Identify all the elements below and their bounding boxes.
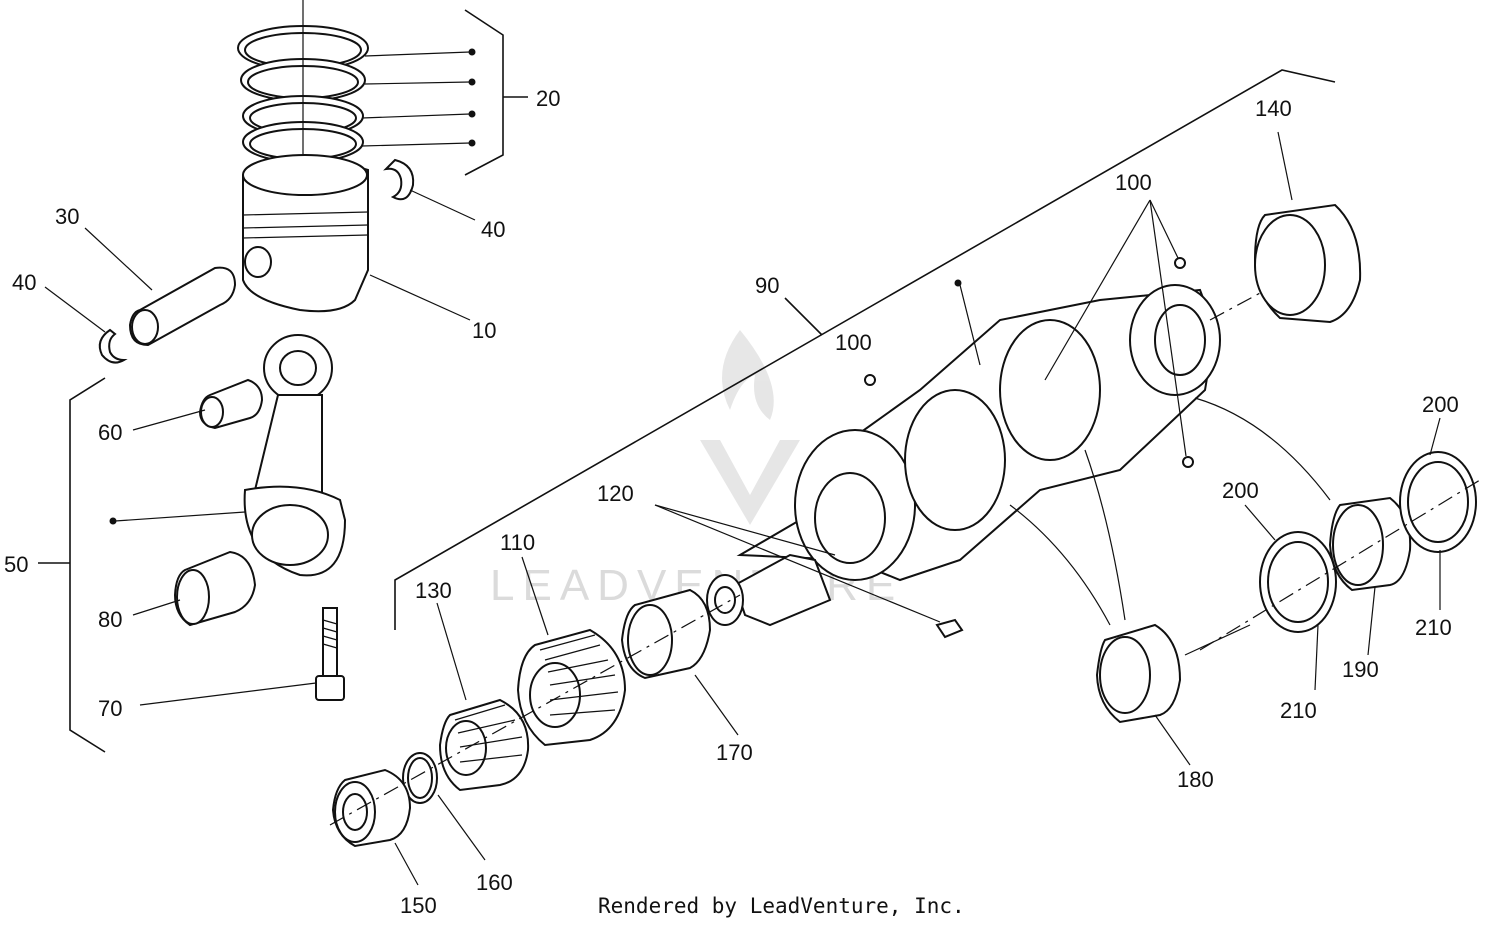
ring-leaders — [361, 9, 528, 176]
callout-130: 130 — [415, 578, 452, 603]
callout-60: 60 — [98, 420, 122, 445]
oil-seal — [329, 594, 741, 886]
callout-110: 110 — [500, 530, 535, 555]
callout-140: 140 — [1255, 96, 1292, 121]
front-bearing — [620, 588, 739, 736]
callout-80: 80 — [98, 607, 122, 632]
rear-main-bearing — [1253, 131, 1362, 324]
connecting-rod — [109, 334, 347, 577]
small-end-bushing — [132, 378, 264, 431]
crank-spline — [706, 553, 832, 627]
woodruff-key — [654, 504, 964, 639]
callout-100-left: 100 — [835, 330, 872, 355]
callout-50: 50 — [4, 552, 28, 577]
callout-70: 70 — [98, 696, 122, 721]
callout-90: 90 — [755, 273, 779, 298]
thrust-washer-left — [1244, 504, 1337, 691]
thrust-washer-right — [1199, 417, 1481, 651]
callout-150: 150 — [400, 893, 437, 918]
callout-180: 180 — [1177, 767, 1214, 792]
callout-190: 190 — [1342, 657, 1379, 682]
thrust-bearing — [1194, 397, 1412, 656]
rod-assembly-bracket — [69, 377, 106, 753]
callout-labels: 10 20 30 40 40 50 60 70 80 90 100 100 11… — [4, 86, 1459, 918]
callout-170: 170 — [716, 740, 753, 765]
snap-ring-right — [383, 158, 476, 221]
callout-200-left: 200 — [1222, 478, 1259, 503]
callout-160: 160 — [476, 870, 513, 895]
callout-210-left: 210 — [1280, 698, 1317, 723]
big-end-bearing — [132, 550, 257, 627]
crankshaft-bracket — [394, 69, 1336, 630]
o-ring — [402, 752, 486, 861]
callout-40-left: 40 — [12, 270, 36, 295]
callout-40-right: 40 — [481, 217, 505, 242]
callout-10: 10 — [472, 318, 496, 343]
rod-bolt — [139, 607, 345, 706]
piston-pin — [84, 227, 237, 347]
callout-100-right: 100 — [1115, 170, 1152, 195]
callout-200-right: 200 — [1422, 392, 1459, 417]
main-bearing — [1009, 449, 1251, 766]
callout-210-right: 210 — [1415, 615, 1452, 640]
callout-20: 20 — [536, 86, 560, 111]
callout-30: 30 — [55, 204, 79, 229]
callout-120: 120 — [597, 481, 634, 506]
crank-gear-large — [516, 556, 627, 747]
snap-ring-left — [44, 286, 128, 364]
crank-gear-small — [436, 602, 530, 792]
piston-rings — [237, 0, 369, 163]
footer-credit: Rendered by LeadVenture, Inc. — [598, 894, 965, 918]
piston — [242, 154, 471, 321]
oil-plugs — [864, 199, 1194, 468]
